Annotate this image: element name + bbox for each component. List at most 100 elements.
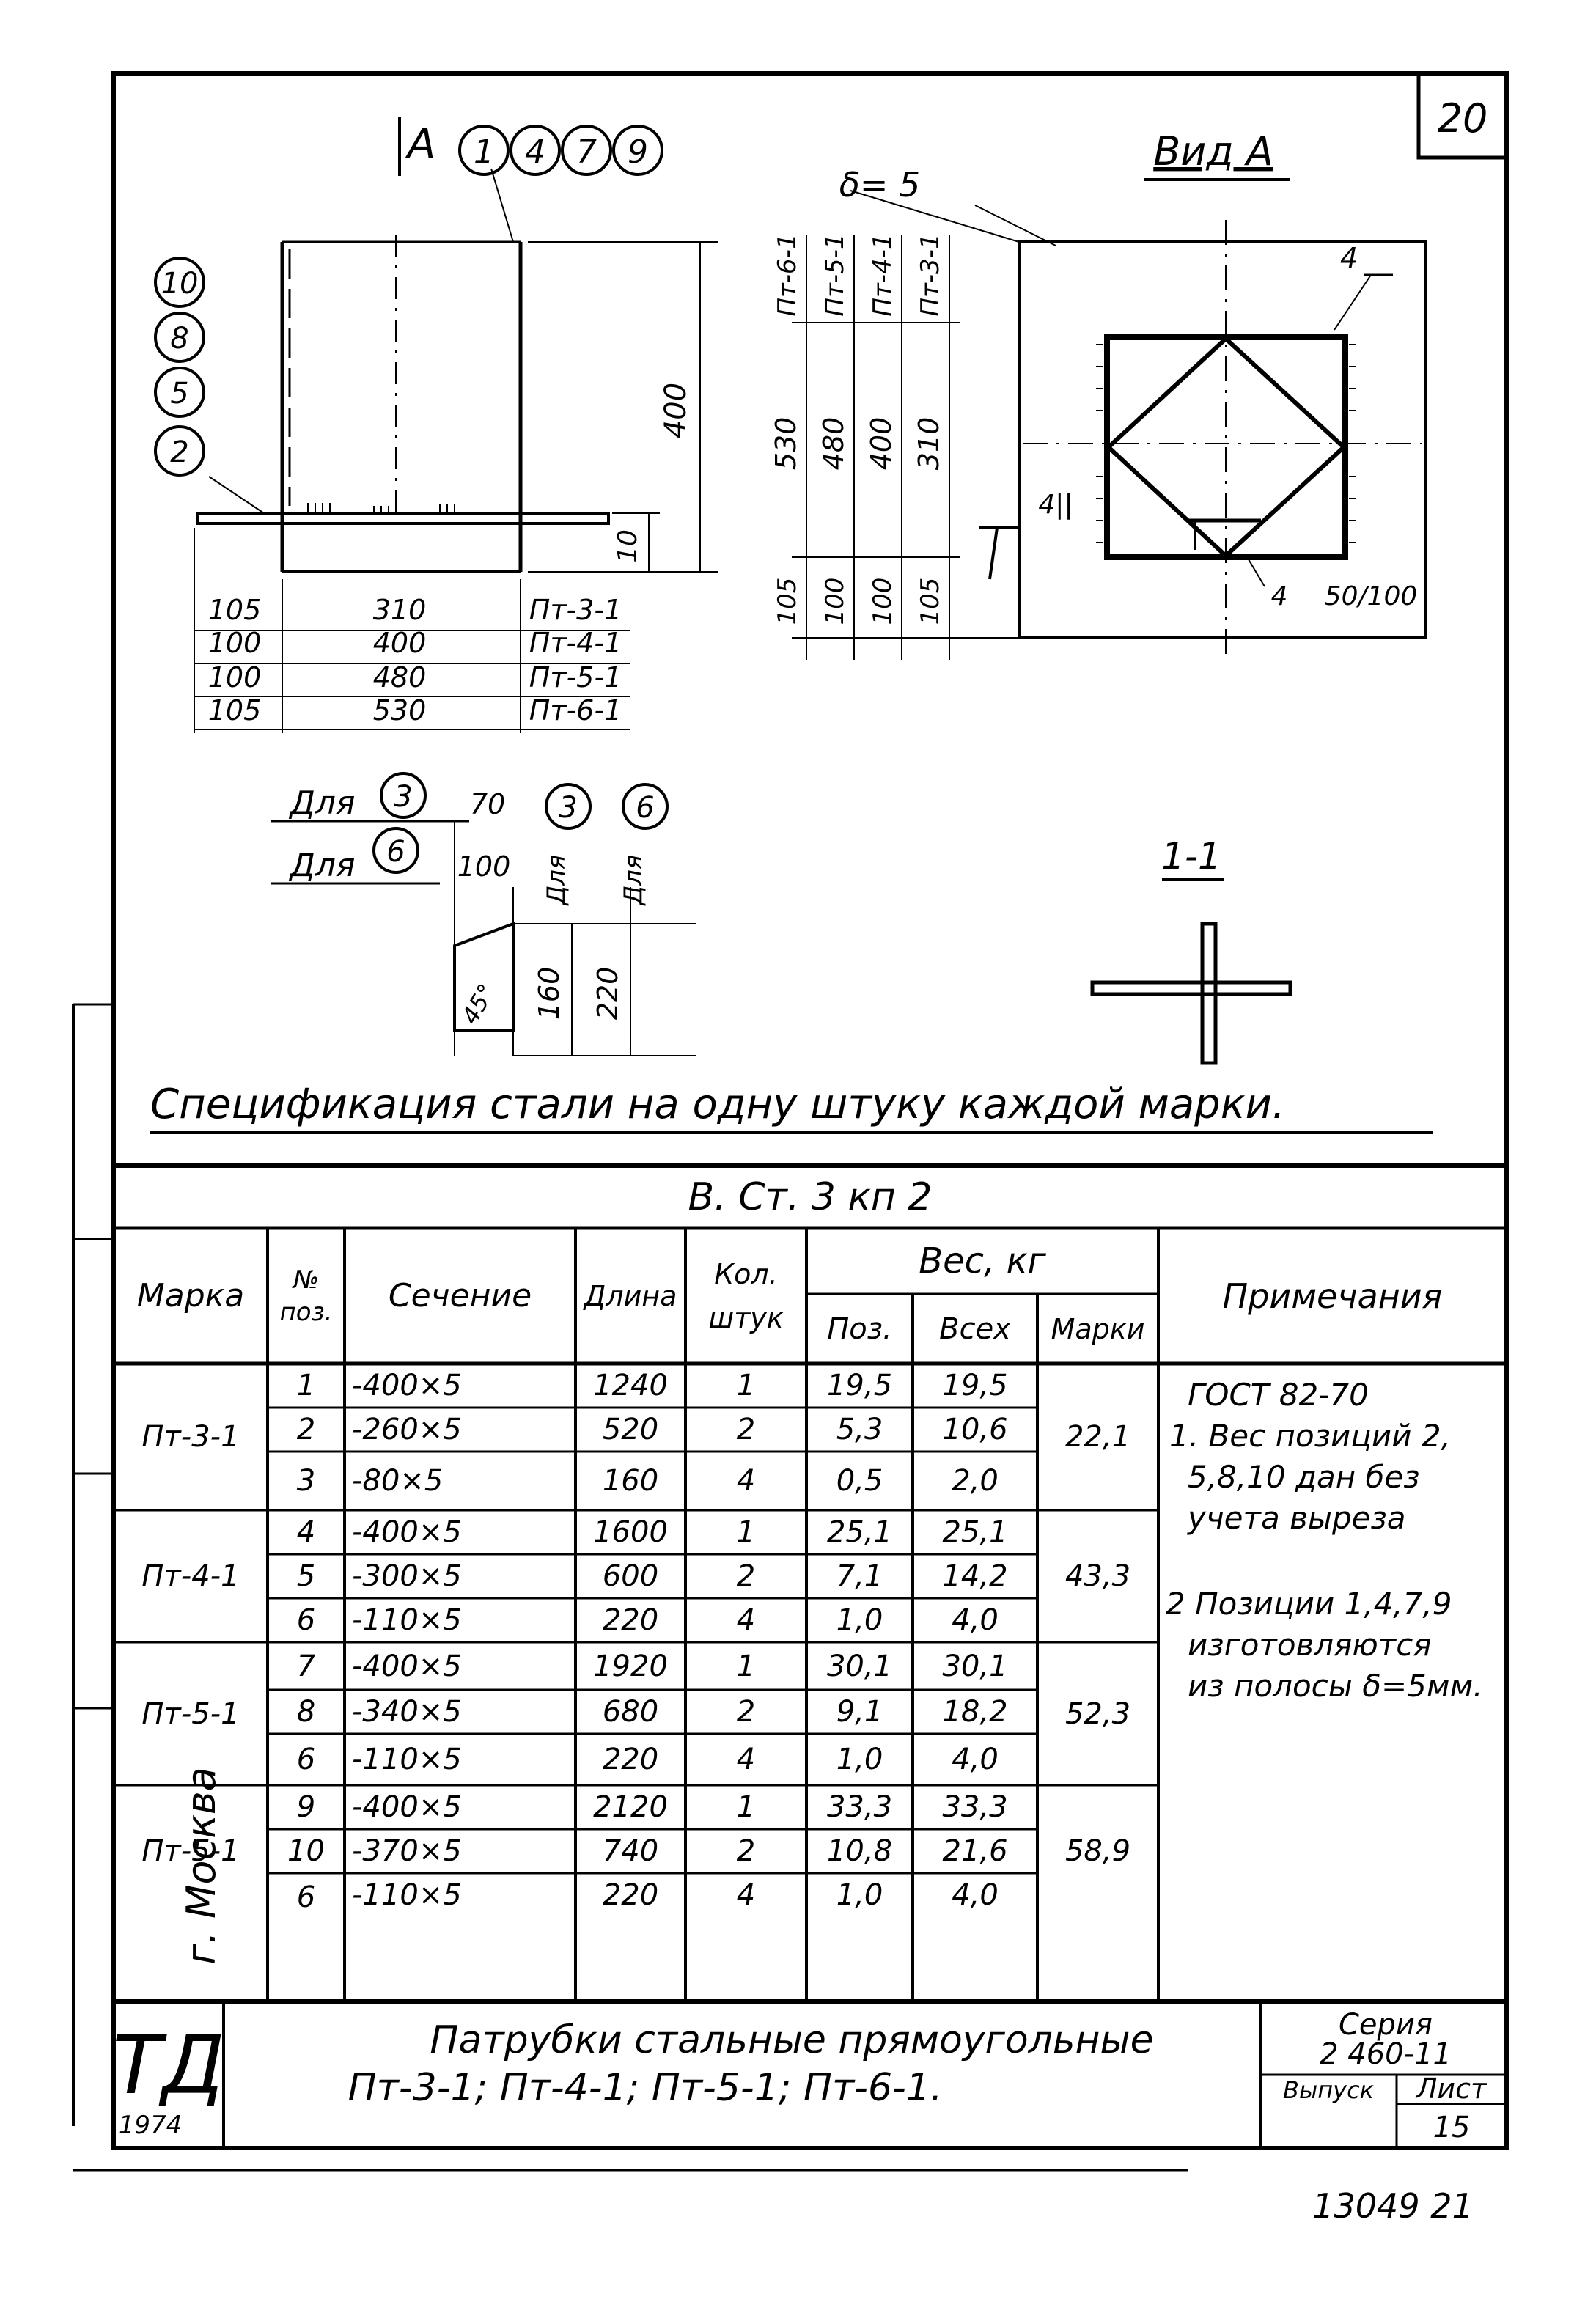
row-pos: 6: [296, 1880, 316, 1914]
spec-table-grid: [114, 1163, 1507, 2004]
base-dim-b: 400: [373, 627, 427, 659]
row-w-all: 4,0: [952, 1878, 999, 1912]
cut-for-3b-label: Для: [542, 855, 571, 907]
row-length: 1920: [593, 1649, 668, 1683]
group-mark: Пт-3-1: [141, 1420, 240, 1454]
weld-left: 4||: [1038, 490, 1073, 520]
elevation-view: [194, 117, 718, 733]
row-length: 1240: [593, 1369, 668, 1402]
series-label: Серия: [1339, 2008, 1433, 2042]
group-mark: Пт-4-1: [141, 1559, 240, 1593]
view-a-title: Вид А: [1153, 128, 1273, 174]
logo-mark: ТД: [112, 2018, 224, 2112]
row-pos: 5: [296, 1559, 316, 1593]
base-dim-mark: Пт-3-1: [529, 594, 622, 626]
base-dim-a: 105: [208, 694, 262, 727]
row-length: 600: [602, 1559, 659, 1593]
row-section: -400×5: [352, 1649, 462, 1683]
header-qty: Кол. штук: [708, 1257, 784, 1334]
vert-small: 100: [820, 578, 850, 625]
table-material: В. Ст. 3 кп 2: [688, 1174, 933, 1219]
title-year: 1974: [119, 2111, 183, 2140]
row-pos: 4: [296, 1515, 316, 1549]
row-pos: 8: [296, 1695, 316, 1729]
row-w-all: 2,0: [952, 1464, 999, 1498]
callout-8: 8: [170, 322, 188, 356]
cut-dim-220: 220: [592, 967, 624, 1021]
group-total: 22,1: [1064, 1420, 1131, 1454]
header-weight: Вес, кг: [919, 1240, 1046, 1281]
row-section: -110×5: [352, 1743, 462, 1776]
row-length: 2120: [593, 1790, 668, 1824]
row-qty: 1: [736, 1369, 756, 1402]
row-qty: 1: [736, 1515, 756, 1549]
row-qty: 2: [736, 1559, 756, 1593]
cut-callout-3: 3: [394, 780, 412, 814]
row-section: -400×5: [352, 1515, 462, 1549]
row-qty: 2: [736, 1695, 756, 1729]
row-w-pos: 5,3: [836, 1413, 883, 1446]
header-section: Сечение: [388, 1277, 532, 1314]
row-qty: 4: [736, 1464, 756, 1498]
vert-dim: 530: [770, 417, 802, 471]
row-w-all: 10,6: [942, 1413, 1008, 1446]
view-a: [974, 205, 1427, 660]
callout-2: 2: [170, 435, 188, 469]
group-mark: Пт-5-1: [141, 1834, 240, 1868]
note-line: учета выреза: [1188, 1500, 1406, 1536]
row-w-pos: 9,1: [836, 1695, 883, 1729]
top-callouts: 1 4 7 9: [458, 125, 663, 176]
callout-7: 7: [576, 133, 597, 171]
row-length: 740: [602, 1834, 659, 1868]
row-qty: 4: [736, 1743, 756, 1776]
row-qty: 2: [736, 1834, 756, 1868]
base-dim-b: 530: [373, 694, 427, 727]
row-pos: 7: [296, 1649, 316, 1683]
vert-small: 105: [916, 578, 945, 625]
cut-callout-3b-circle: [545, 783, 592, 830]
base-dims: 105 310 Пт-3-1 100 400 Пт-4-1 100 480 Пт…: [208, 594, 622, 727]
side-stamp: г. Москва: [178, 1767, 224, 1965]
header-notes: Примечания: [1222, 1276, 1443, 1316]
row-pos: 2: [296, 1413, 316, 1446]
row-pos: 1: [296, 1369, 316, 1402]
cut-dim-70: 70: [470, 788, 505, 820]
row-w-all: 18,2: [942, 1695, 1008, 1729]
group-total: 58,9: [1064, 1834, 1131, 1868]
header-w-pos: Поз.: [827, 1312, 892, 1346]
vert-mark: Пт-3-1: [916, 233, 945, 316]
row-pos: 3: [296, 1464, 316, 1498]
row-w-pos: 33,3: [826, 1790, 893, 1824]
note-line: из полосы δ=5мм.: [1188, 1668, 1483, 1704]
weld-spec: 50/100: [1325, 581, 1418, 611]
row-pos: 6: [296, 1603, 316, 1637]
row-length: 220: [602, 1603, 659, 1637]
cut-angle: 45°: [456, 979, 501, 1029]
base-dim-mark: Пт-6-1: [529, 694, 622, 727]
row-w-all: 19,5: [942, 1369, 1008, 1402]
row-length: 220: [602, 1878, 659, 1912]
cut-callout-3-circle: [380, 772, 427, 819]
cut-dim-160: 160: [533, 967, 565, 1021]
vert-mark: Пт-5-1: [820, 233, 850, 316]
vert-dim: 310: [913, 417, 945, 471]
row-w-pos: 1,0: [836, 1603, 883, 1637]
callout-5: 5: [170, 377, 188, 411]
series-value: 2 460-11: [1320, 2037, 1452, 2071]
dim-10-plate: 10: [613, 529, 643, 563]
row-w-pos: 7,1: [836, 1559, 883, 1593]
row-length: 220: [602, 1743, 659, 1776]
base-dim-b: 310: [373, 594, 427, 626]
row-section: -340×5: [352, 1695, 462, 1729]
footer-code: 13049 21: [1312, 2186, 1474, 2226]
row-section: -110×5: [352, 1603, 462, 1637]
issue-label: Выпуск: [1283, 2076, 1375, 2104]
vert-small: 100: [868, 578, 897, 625]
row-w-all: 4,0: [952, 1743, 999, 1776]
weld-bottom: 4: [1271, 581, 1288, 611]
row-w-all: 30,1: [942, 1649, 1008, 1683]
sheet-label: Лист: [1415, 2073, 1488, 2105]
row-section: -300×5: [352, 1559, 462, 1593]
